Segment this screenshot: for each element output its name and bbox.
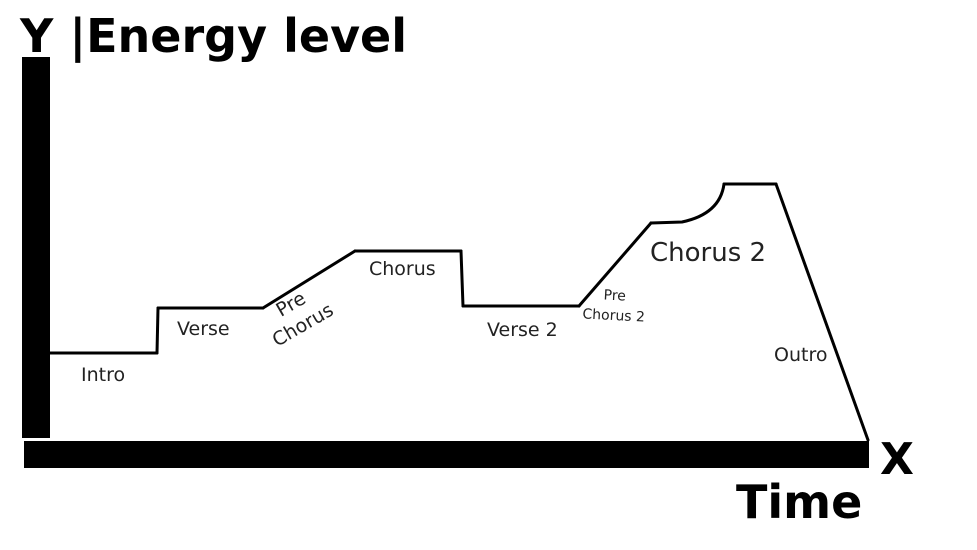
energy-curve xyxy=(48,182,870,442)
y-axis-title: Y |Energy level xyxy=(19,9,407,64)
section-label-verse: Verse xyxy=(177,318,230,340)
segment-intro-to-verse-step xyxy=(155,306,160,355)
segment-pre-chorus-2 xyxy=(577,221,653,308)
section-label-chorus: Chorus xyxy=(369,258,436,280)
segment-chorus-2-rise xyxy=(649,182,726,225)
x-axis-letter: X xyxy=(880,434,914,485)
segment-outro xyxy=(774,182,870,442)
section-label-verse-2: Verse 2 xyxy=(487,319,558,341)
x-axis-title: Time xyxy=(736,475,862,529)
section-label-outro: Outro xyxy=(774,344,827,366)
section-label-pre-chorus-2: PreChorus 2 xyxy=(582,286,646,325)
segment-pre-chorus xyxy=(261,249,357,310)
segment-chorus-drop xyxy=(459,249,465,308)
section-label-intro: Intro xyxy=(81,364,125,386)
section-label-pre-chorus: PreChorus xyxy=(257,278,338,351)
x-axis-bar xyxy=(24,441,869,468)
y-axis-bar xyxy=(22,57,50,438)
label-line: Chorus 2 xyxy=(582,306,645,325)
section-label-chorus-2: Chorus 2 xyxy=(650,238,766,268)
label-line: Pre xyxy=(603,287,626,304)
